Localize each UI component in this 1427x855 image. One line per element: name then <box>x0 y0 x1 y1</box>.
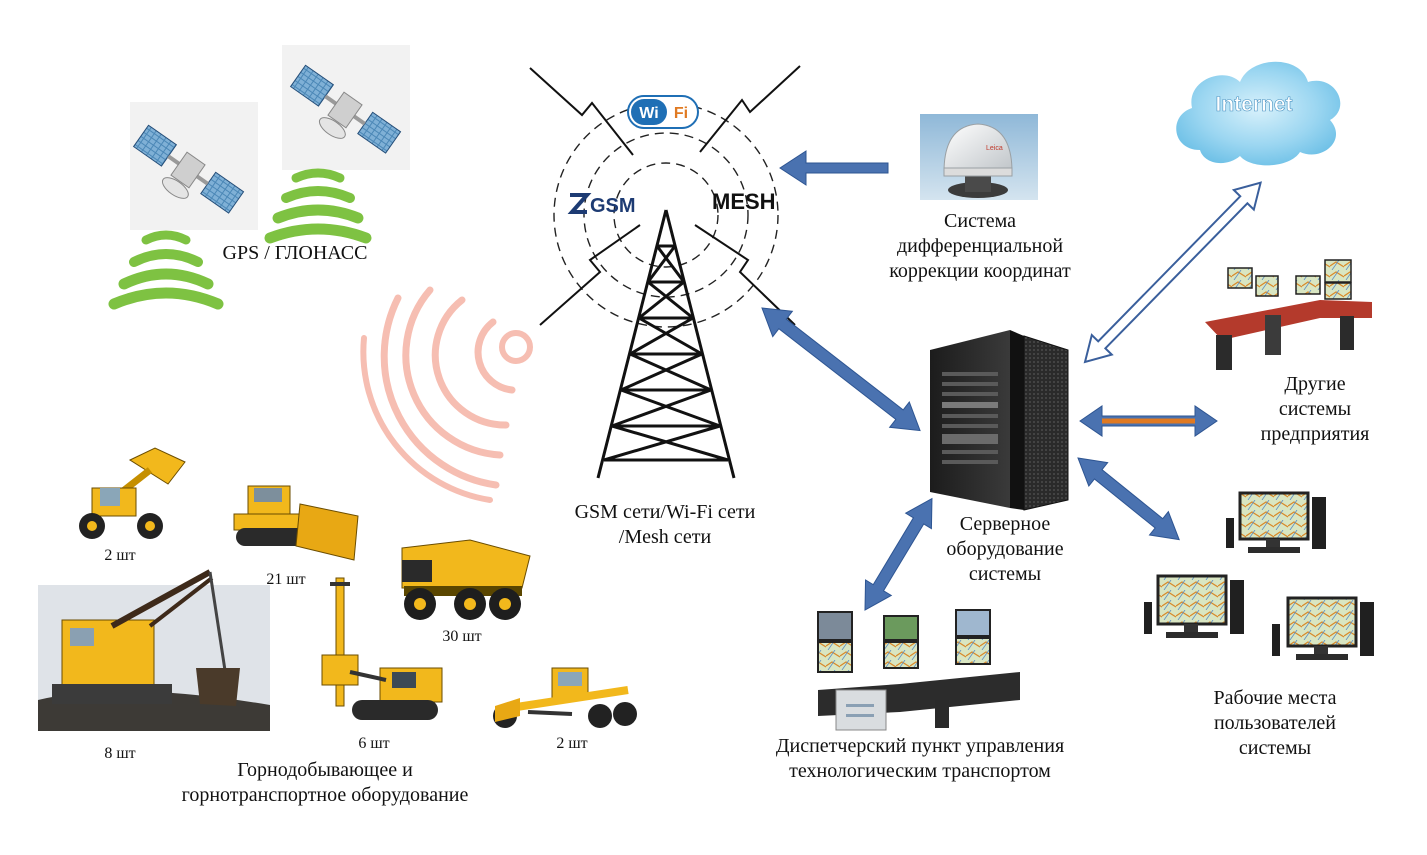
workstations-caption: Рабочие места пользователей системы <box>1170 686 1380 761</box>
dispatch-caption-line-1: Диспетчерский пункт управления <box>775 735 1065 757</box>
bulldozer-quantity: 21 шт <box>266 571 306 588</box>
motor-grader-icon <box>493 667 637 728</box>
correction-caption: Система дифференциальной коррекции коорд… <box>850 209 1110 284</box>
workstations-caption-line-2: пользователей <box>1213 712 1337 734</box>
internet-label: Internet <box>1215 93 1292 116</box>
network-caption-line-1: GSM сети/Wi-Fi сети <box>574 501 756 523</box>
correction-antenna: Leica <box>920 114 1038 200</box>
truck-quantity: 30 шт <box>442 628 482 645</box>
arrow-server-enterprise <box>1079 405 1218 437</box>
dispatch-caption: Диспетчерский пункт управления технологи… <box>725 734 1115 784</box>
gsm-logo-text: GSM <box>590 195 636 217</box>
network-caption: GSM сети/Wi-Fi сети /Mesh сети <box>520 500 810 550</box>
server-rack-icon <box>930 330 1069 511</box>
mesh-logo-text: MESH <box>712 189 776 214</box>
satellite-icon <box>289 64 402 154</box>
arrow-server-workstations <box>1077 457 1180 541</box>
bulldozer-icon <box>233 485 359 561</box>
equipment-caption-line-2: горнотранспортное оборудование <box>181 784 469 806</box>
network-caption-line-2: /Mesh сети <box>618 526 712 548</box>
gsm-logo: GSM <box>567 193 636 217</box>
radio-waves-icon <box>360 286 533 503</box>
server-caption-line-1: Серверное <box>959 513 1051 535</box>
correction-caption-line-1: Система <box>944 210 1016 232</box>
network-tower: Wi Fi GSM MESH <box>529 65 801 479</box>
enterprise-caption-line-3: предприятия <box>1260 423 1370 445</box>
dump-truck-icon <box>401 539 531 620</box>
correction-caption-line-2: дифференциальной <box>896 235 1064 257</box>
server-caption-line-3: системы <box>968 563 1042 585</box>
svg-text:Leica: Leica <box>986 145 1003 152</box>
drill-quantity: 6 шт <box>358 735 390 752</box>
mining-machines <box>38 447 637 731</box>
wifi-logo-wi: Wi <box>639 105 658 122</box>
arrow-server-dispatch <box>864 497 933 611</box>
dispatch-center-icon <box>817 609 1020 731</box>
gnss-satellites <box>108 45 410 310</box>
signal-arcs-icon <box>108 168 372 310</box>
connection-arrows <box>761 150 1263 611</box>
tower-icon <box>596 209 736 479</box>
workstations-caption-line-1: Рабочие места <box>1213 687 1337 709</box>
wheel-loader-icon <box>79 447 186 539</box>
enterprise-caption-line-2: системы <box>1278 398 1352 420</box>
wifi-logo-fi: Fi <box>674 105 688 122</box>
arrow-server-internet <box>1083 181 1263 364</box>
satellite-icon <box>132 124 245 214</box>
equipment-caption-line-1: Горнодобывающее и <box>237 759 413 781</box>
drill-rig-icon <box>321 577 443 720</box>
excavator-icon <box>38 569 270 731</box>
wifi-logo: Wi Fi <box>627 95 699 129</box>
loader-quantity: 2 шт <box>104 547 136 564</box>
correction-caption-line-3: коррекции координат <box>889 260 1071 282</box>
lightning-icon <box>529 65 801 326</box>
enterprise-caption-line-1: Другие <box>1284 373 1346 395</box>
dispatch-caption-line-2: технологическим транспортом <box>789 760 1051 782</box>
workstations-caption-line-3: системы <box>1238 737 1312 759</box>
enterprise-desk-icon <box>1205 259 1372 370</box>
grader-quantity: 2 шт <box>556 735 588 752</box>
server-caption-line-2: оборудование <box>946 538 1064 560</box>
enterprise-caption: Другие системы предприятия <box>1220 372 1410 447</box>
gnss-caption: GPS / ГЛОНАСС <box>190 241 400 266</box>
workstation-icon <box>1144 574 1244 638</box>
excavator-quantity: 8 шт <box>104 745 136 762</box>
gnss-caption-text: GPS / ГЛОНАСС <box>222 242 368 264</box>
workstation-icon <box>1272 596 1374 660</box>
arrow-network-server <box>761 307 921 432</box>
workstation-icon <box>1226 491 1326 553</box>
arrow-correction-to-network <box>779 150 889 186</box>
internet-cloud-icon: Internet <box>1176 61 1341 166</box>
workstation-icons <box>1144 491 1374 660</box>
server-caption: Серверное оборудование системы <box>915 512 1095 587</box>
equipment-caption: Горнодобывающее и горнотранспортное обор… <box>130 758 520 808</box>
